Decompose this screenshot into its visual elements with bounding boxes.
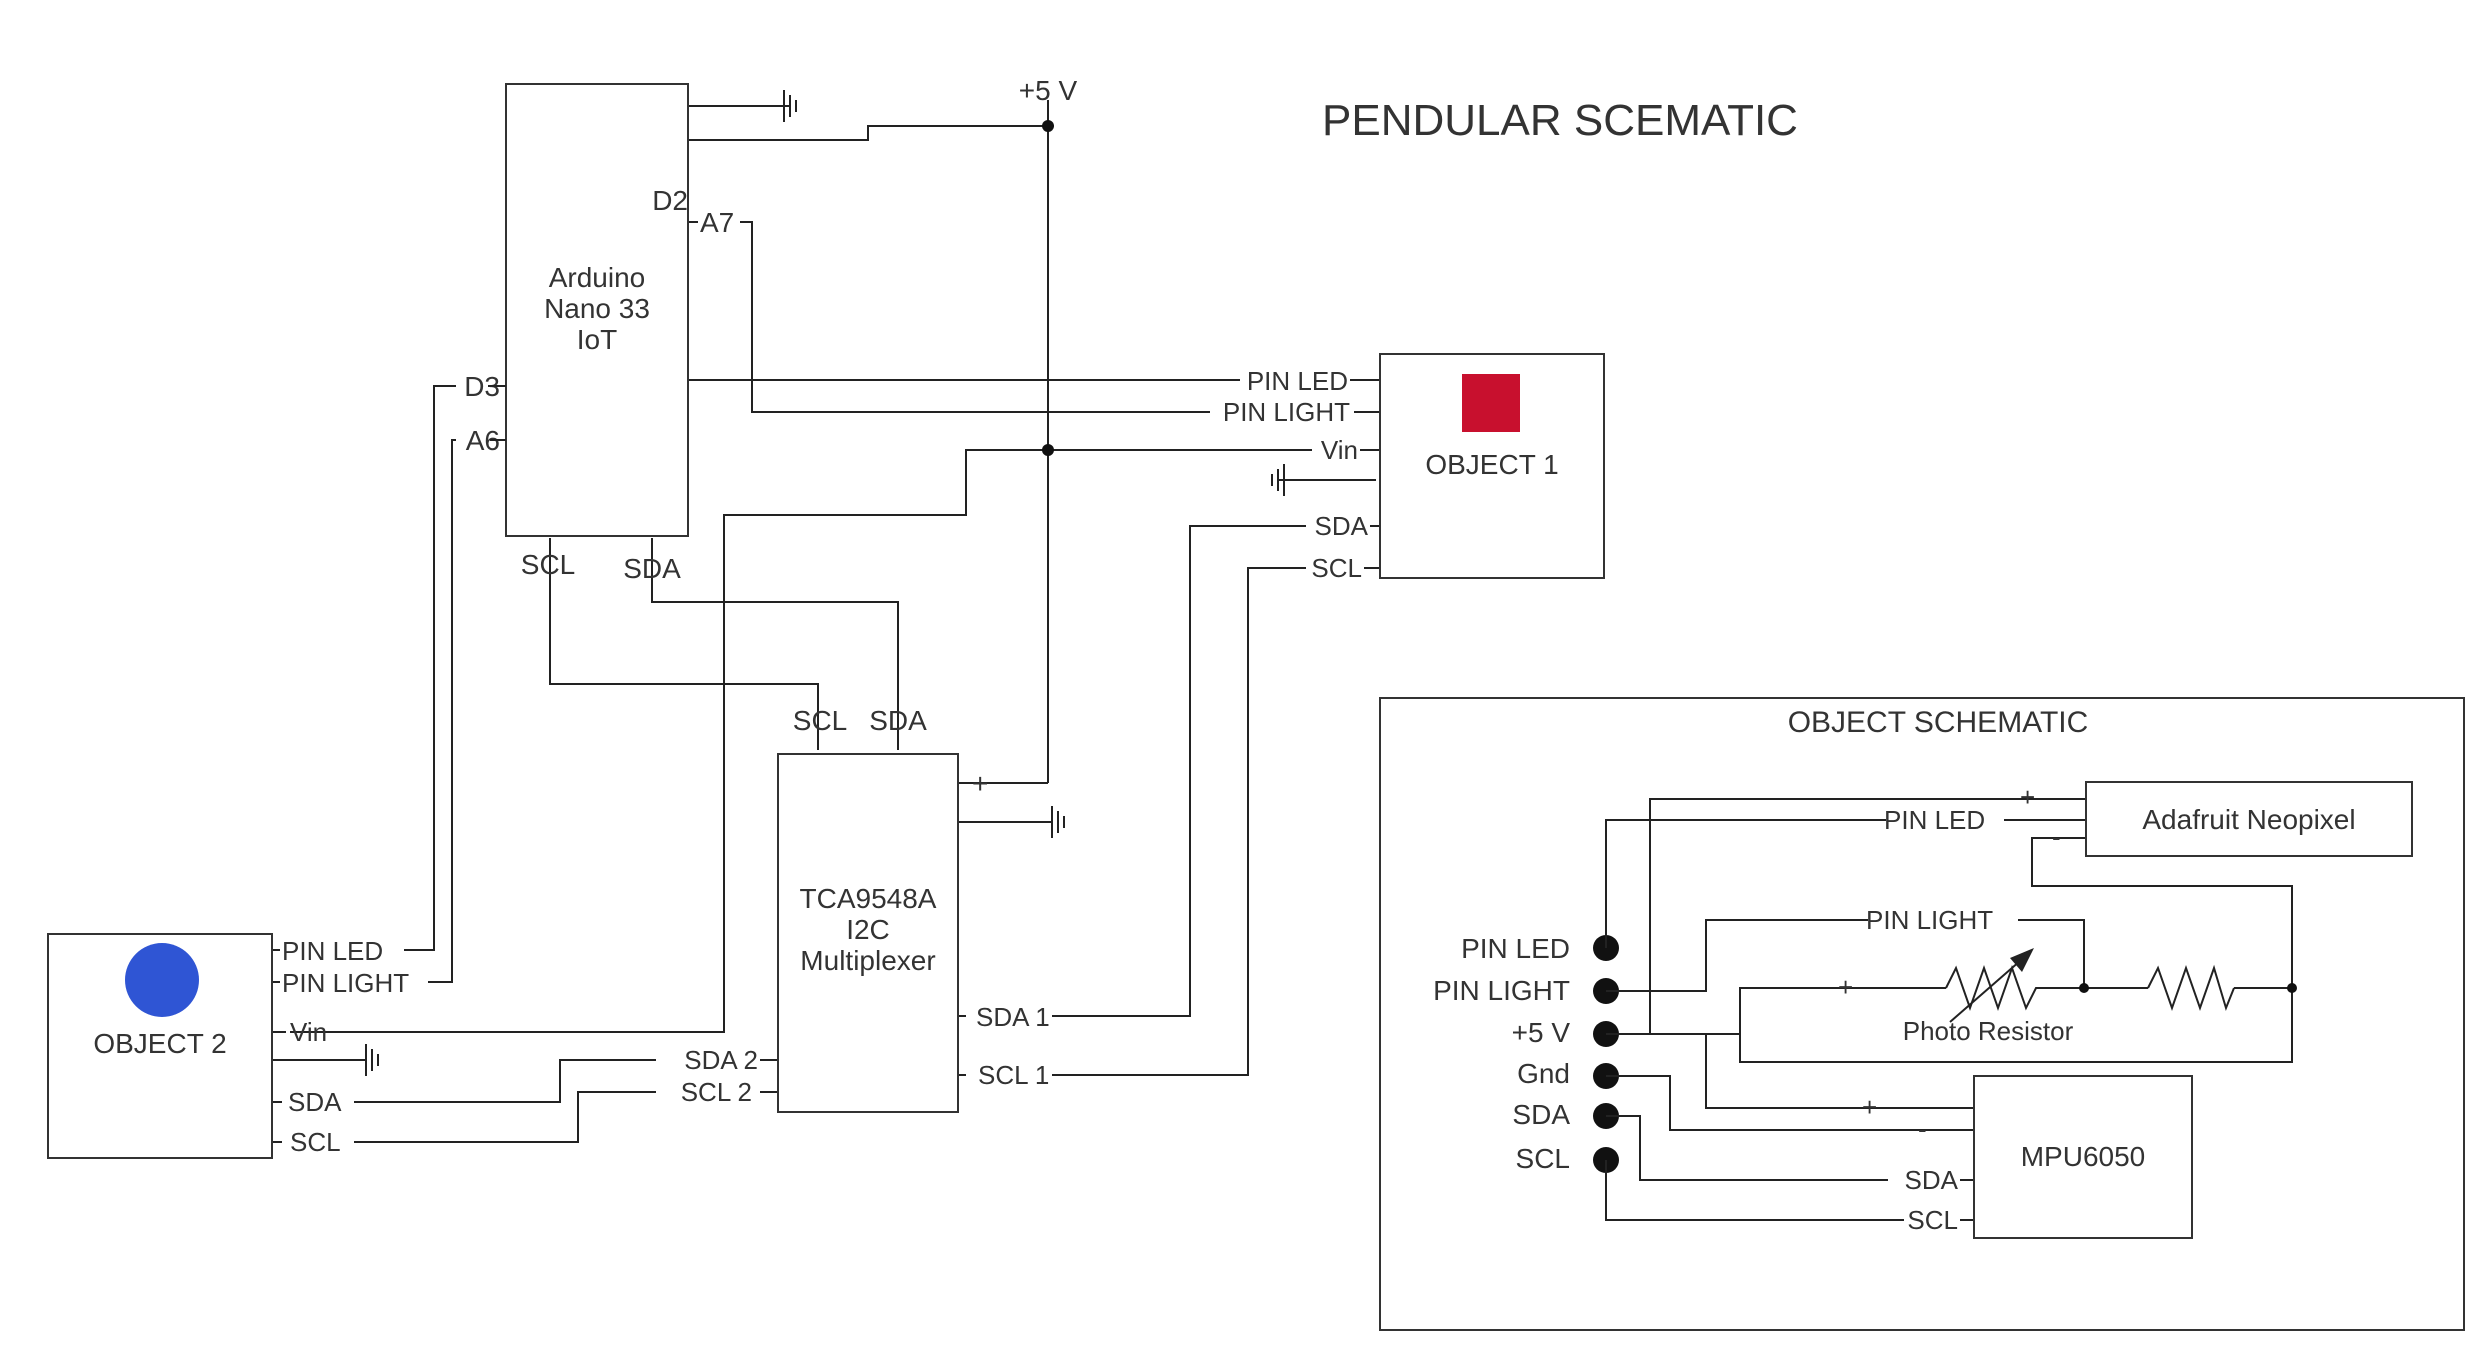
diagram-title: PENDULAR SCEMATIC bbox=[1322, 96, 1798, 145]
object2-pin-light: PIN LIGHT bbox=[282, 968, 409, 998]
object1-pin-sda: SDA bbox=[1315, 511, 1369, 541]
junction-dot bbox=[1042, 120, 1054, 132]
main-wiring bbox=[272, 100, 1380, 1143]
mux-pin-scl: SCL bbox=[793, 705, 847, 736]
terminal-label: SDA bbox=[1512, 1099, 1570, 1130]
object2-pin-scl: SCL bbox=[290, 1127, 341, 1157]
object-schematic-wiring bbox=[1605, 798, 2293, 1221]
object2-block: OBJECT 2 PIN LED PIN LIGHT Vin SDA SCL bbox=[47, 933, 409, 1159]
photo-resistor-symbol bbox=[1945, 964, 2042, 1012]
fixed-resistor-symbol bbox=[2147, 964, 2235, 1012]
mux-pin-sda: SDA bbox=[869, 705, 927, 736]
photo-pin-light: PIN LIGHT bbox=[1866, 905, 1993, 935]
object-schematic-panel: OBJECT SCHEMATIC PIN LED PIN LIGHT +5 V … bbox=[1379, 697, 2465, 1331]
neopixel-block bbox=[2085, 781, 2413, 857]
arduino-pin-scl: SCL bbox=[521, 549, 575, 580]
object2-pin-led: PIN LED bbox=[282, 936, 383, 966]
photo-resistor-arrow bbox=[2010, 948, 2034, 972]
mpu-plus: + bbox=[1862, 1092, 1877, 1122]
terminal-label: PIN LIGHT bbox=[1433, 975, 1570, 1006]
object1-pin-led: PIN LED bbox=[1247, 366, 1348, 396]
junction-dot bbox=[1042, 444, 1054, 456]
neopixel-plus: + bbox=[2020, 782, 2035, 812]
mux-pin-scl1: SCL 1 bbox=[978, 1060, 1049, 1090]
mux-pin-sda1: SDA 1 bbox=[976, 1002, 1050, 1032]
mux-name-line: TCA9548A bbox=[800, 883, 937, 914]
mpu-name: MPU6050 bbox=[2021, 1141, 2146, 1172]
arduino-name-line: Nano 33 bbox=[544, 293, 650, 324]
photo-caption: Photo Resistor bbox=[1903, 1016, 2074, 1046]
ground-symbol bbox=[1051, 805, 1065, 839]
ground-symbol bbox=[365, 1043, 379, 1077]
terminal-label: PIN LED bbox=[1461, 933, 1570, 964]
object1-block: OBJECT 1 PIN LED PIN LIGHT Vin SDA SCL bbox=[1223, 353, 1605, 583]
mpu-pin-sda: SDA bbox=[1905, 1165, 1959, 1195]
mux-pin-sda2: SDA 2 bbox=[684, 1045, 758, 1075]
object2-led-indicator bbox=[125, 943, 199, 1017]
object-schematic-title: OBJECT SCHEMATIC bbox=[1788, 706, 2089, 739]
object1-pin-vin: Vin bbox=[1321, 435, 1358, 465]
arduino-pin-sda: SDA bbox=[623, 553, 681, 584]
supply-label: +5 V bbox=[1019, 75, 1078, 106]
object2-name: OBJECT 2 bbox=[93, 1028, 226, 1059]
multiplexer-block: TCA9548A I2C Multiplexer SCL SDA + SDA 1… bbox=[681, 705, 1050, 1113]
mux-pin-plus: + bbox=[972, 768, 988, 799]
arduino-pin-a7: A7 bbox=[700, 207, 734, 238]
terminal-label: SCL bbox=[1516, 1143, 1570, 1174]
arduino-block: Arduino Nano 33 IoT D2 A7 D3 A6 SCL SDA bbox=[464, 83, 734, 584]
object2-pin-vin: Vin bbox=[290, 1017, 327, 1047]
mpu-pin-scl: SCL bbox=[1907, 1205, 1958, 1235]
arduino-name-line: IoT bbox=[577, 324, 617, 355]
mux-name-line: I2C bbox=[846, 914, 890, 945]
neopixel-name: Adafruit Neopixel bbox=[2142, 804, 2355, 835]
arduino-name-line: Arduino bbox=[549, 262, 646, 293]
junction-dot bbox=[2079, 983, 2089, 993]
object1-led-indicator bbox=[1462, 374, 1520, 432]
mpu6050-block bbox=[1973, 1075, 2193, 1239]
photo-plus: + bbox=[1838, 972, 1853, 1002]
neopixel-pin-led: PIN LED bbox=[1884, 805, 1985, 835]
terminal-label: Gnd bbox=[1517, 1058, 1570, 1089]
neopixel-minus: - bbox=[2052, 822, 2061, 852]
object1-pin-scl: SCL bbox=[1311, 553, 1362, 583]
object1-pin-light: PIN LIGHT bbox=[1223, 397, 1350, 427]
terminal-label: +5 V bbox=[1512, 1017, 1571, 1048]
mux-pin-scl2: SCL 2 bbox=[681, 1077, 752, 1107]
mpu-minus: - bbox=[1918, 1114, 1927, 1144]
junction-dot bbox=[2287, 983, 2297, 993]
mux-name-line: Multiplexer bbox=[800, 945, 935, 976]
object1-name: OBJECT 1 bbox=[1425, 449, 1558, 480]
arduino-pin-d2: D2 bbox=[652, 185, 688, 216]
object2-pin-sda: SDA bbox=[288, 1087, 342, 1117]
